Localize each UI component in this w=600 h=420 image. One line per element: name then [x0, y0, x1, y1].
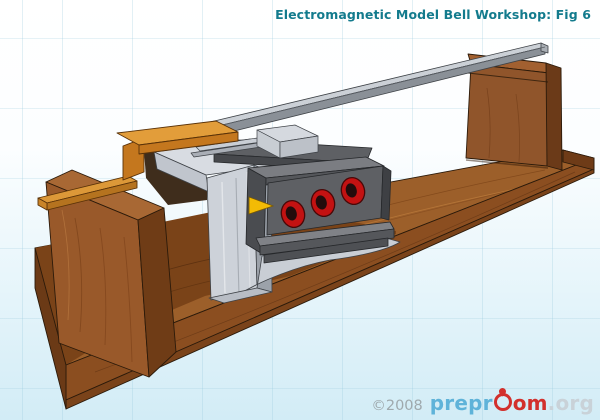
- copper-strip-end: [37, 197, 48, 211]
- left-upright-side-face: [137, 207, 177, 378]
- coil-windings: [280, 176, 366, 229]
- contact-screw-tip: [248, 196, 275, 215]
- coil-winding-1: [280, 199, 306, 229]
- magnet-base-strip: [263, 237, 389, 264]
- right-upright-front-face: [465, 63, 550, 167]
- copper-contact-strip: [37, 175, 138, 211]
- armature-strip-end-cap: [540, 42, 549, 54]
- coil-winding-2: [310, 188, 336, 218]
- magnet-right-end: [380, 165, 392, 221]
- coil-winding-3: [340, 176, 366, 206]
- armature-clamp: [190, 124, 319, 159]
- bracket-foot: [208, 287, 273, 304]
- copper-arm-front: [138, 131, 239, 155]
- bracket-base-plate: [219, 237, 401, 301]
- coil-hole: [345, 183, 357, 198]
- steel-armature-strip: [205, 42, 549, 138]
- clamp-block-front: [279, 135, 319, 159]
- baseboard-left-end: [34, 247, 67, 410]
- baseboard-right-end: [562, 149, 595, 171]
- right-wooden-upright: [465, 53, 563, 171]
- flame-o-icon: [493, 393, 512, 411]
- page-title: Electromagnetic Model Bell Workshop: Fig…: [275, 7, 591, 22]
- left-wooden-upright: [45, 169, 177, 378]
- copper-bracket: [116, 120, 239, 181]
- coil-hole: [285, 206, 297, 221]
- magnet-bottom-flange-front: [259, 228, 395, 256]
- logo-text-gray: .org: [547, 391, 594, 415]
- copyright-text: ©2008: [371, 398, 423, 414]
- logo-text-red: om: [512, 391, 548, 415]
- logo-text-blue: prepr: [429, 391, 493, 415]
- right-upright-side-face: [545, 62, 563, 171]
- coil-hole: [315, 195, 327, 210]
